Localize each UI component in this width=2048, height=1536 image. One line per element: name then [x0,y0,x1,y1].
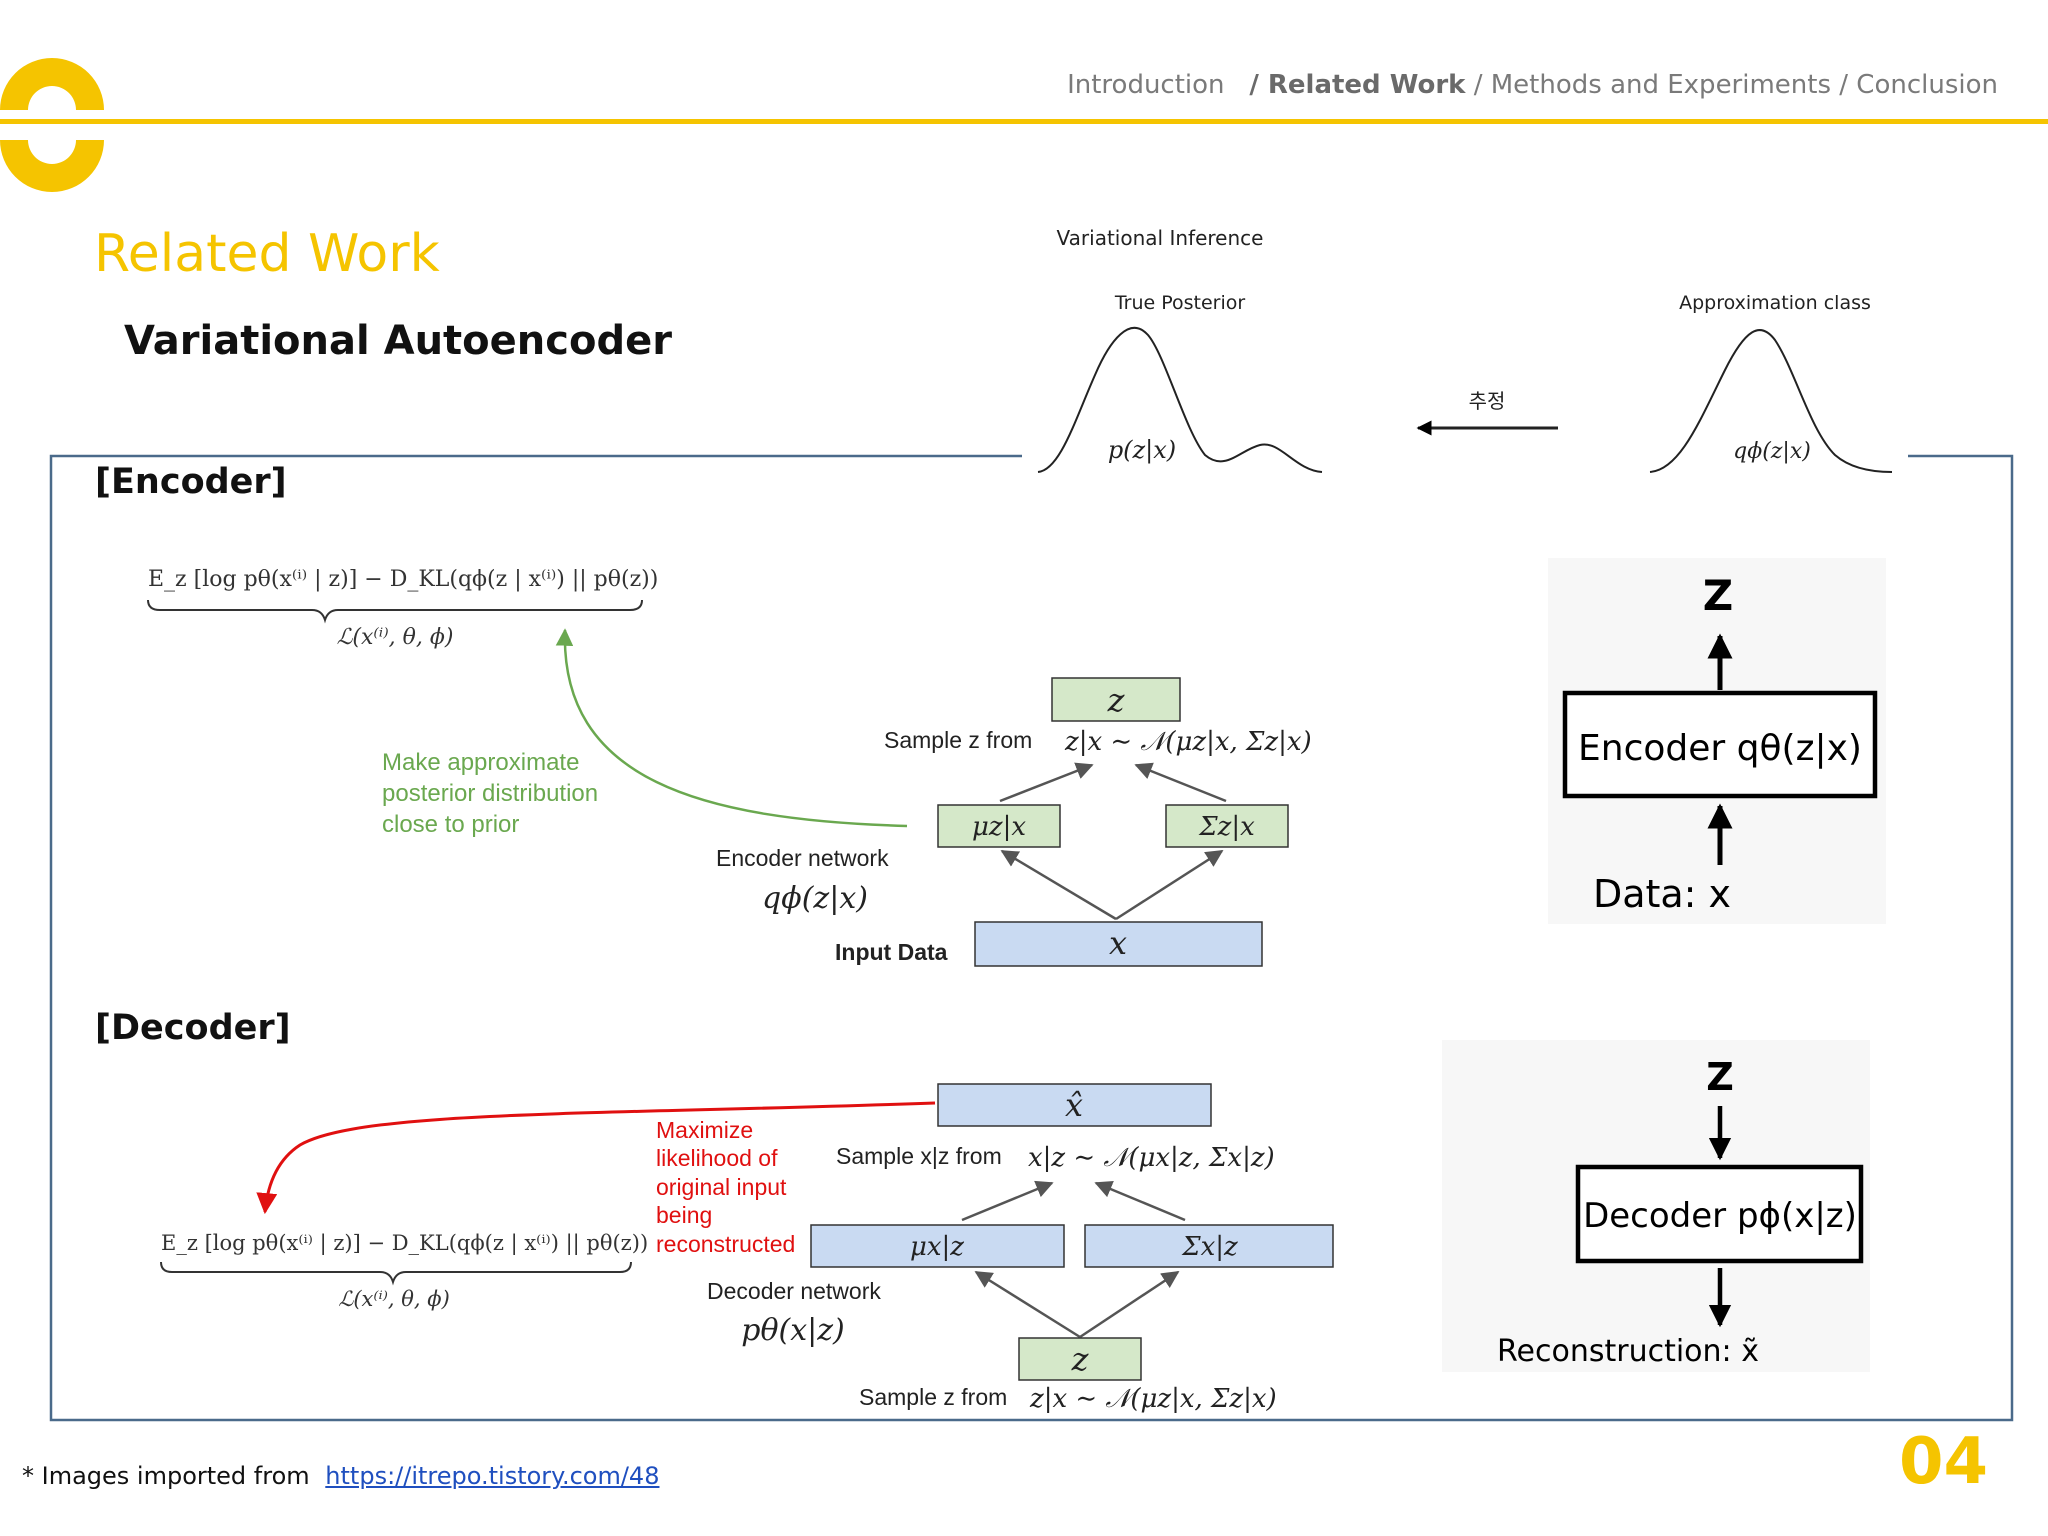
decoder-sigma-box [1084,1224,1334,1268]
decoder-elbo-sub: ℒ(x⁽ⁱ⁾, θ, ϕ) [338,1287,450,1311]
decoder-elbo-brace [160,1261,632,1286]
breadcrumb: Introduction / Related Work / Methods an… [1067,70,1998,100]
decoder-z-to-sigma-arrow [1079,1270,1180,1339]
approx-class-curve [1649,329,1893,473]
true-posterior-label: True Posterior [1114,292,1246,314]
prior-annotation-line3: close to prior [382,811,519,838]
decoder-sigma-to-xhat-arrow [1094,1180,1186,1222]
nav-item-methods[interactable]: / Methods and Experiments [1473,70,1832,100]
logo-top-arc [0,58,104,110]
encoder-sigma-to-z-arrow [1134,762,1227,803]
footnote-link[interactable]: https://itrepo.tistory.com/48 [325,1462,660,1490]
approx-class-label: Approximation class [1679,292,1871,314]
decoder-elbo: E_z [log pθ(x⁽ⁱ⁾ | z)] − D_KL(qϕ(z | x⁽ⁱ… [161,1231,648,1256]
decoder-sample-label: Sample x|z from [836,1143,1002,1169]
encoder-network-formula: qϕ(z|x) [762,881,868,916]
page-number: 04 [1898,1425,1988,1499]
encoder-x-to-sigma-arrow [1115,849,1224,921]
encoder-z-box [1051,677,1181,722]
prior-annotation-arrow [555,628,908,828]
encoder-elbo-brace [147,599,643,624]
decoder-mu-to-xhat-arrow [961,1180,1054,1222]
approx-class-formula: qϕ(z|x) [1733,439,1811,464]
page-title: Related Work [94,224,440,284]
decoder-mu-box [810,1224,1065,1268]
page-subtitle: Variational Autoencoder [124,318,672,364]
encoder-simple-box-label: Encoder qθ(z|x) [1578,728,1862,769]
estimate-label: 추정 [1469,389,1506,413]
decoder-z-label: z [1071,1340,1090,1378]
footnote: * Images imported from https://itrepo.ti… [22,1462,659,1490]
decoder-z-box [1018,1337,1142,1381]
reconstruction-annotation-line3: original input [656,1174,787,1200]
decoder-bottom-sample-label: Sample z from [859,1384,1007,1410]
reconstruction-annotation-line2: likelihood of [656,1145,778,1171]
decoder-simple-box [1575,1164,1864,1264]
decoder-sigma-label: Σx|z [1181,1232,1238,1262]
true-posterior-curve [1037,327,1323,473]
decoder-simple-z: Z [1706,1055,1734,1099]
reconstruction-annotation-line1: Maximize [656,1117,753,1143]
decoder-xhat-label: x̂ [1065,1086,1083,1124]
logo [0,58,104,192]
encoder-mu-label: μz|x [972,812,1026,842]
nav-item-introduction[interactable]: Introduction [1067,70,1225,100]
encoder-mu-to-z-arrow [999,762,1094,803]
decoder-z-to-mu-arrow [974,1270,1081,1339]
encoder-sample-formula: z|x ∼ 𝒩(μz|x, Σz|x) [1064,727,1312,757]
decoder-section-label: [Decoder] [95,1008,291,1048]
decoder-bottom-sample-formula: z|x ∼ 𝒩(μz|x, Σz|x) [1029,1384,1277,1414]
encoder-simple-data: Data: x [1593,872,1731,916]
encoder-z-label: z [1107,681,1126,719]
decoder-network-label: Decoder network [707,1278,881,1304]
decoder-sample-formula: x|z ∼ 𝒩(μx|z, Σx|z) [1028,1143,1275,1173]
encoder-x-to-mu-arrow [1000,849,1117,921]
encoder-elbo: E_z [log pθ(x⁽ⁱ⁾ | z)] − D_KL(qϕ(z | x⁽ⁱ… [148,567,658,592]
nav-item-related-work[interactable]: / Related Work [1249,70,1466,100]
encoder-sample-label: Sample z from [884,727,1032,753]
encoder-simple-box [1562,690,1878,799]
encoder-input-label: Input Data [835,939,948,965]
prior-annotation-line1: Make approximate [382,749,579,776]
nav-item-conclusion[interactable]: / Conclusion [1839,70,1998,100]
reconstruction-annotation-arrow [256,1101,936,1215]
encoder-sigma-label: Σz|x [1198,812,1255,842]
true-posterior-formula: p(z|x) [1108,436,1176,465]
encoder-simple-z: Z [1703,571,1733,620]
encoder-sigma-box [1165,804,1289,848]
reconstruction-annotation-line4: being [656,1202,712,1228]
encoder-section-label: [Encoder] [95,462,287,502]
encoder-elbo-sub: ℒ(x⁽ⁱ⁾, θ, ϕ) [337,625,454,650]
decoder-simple-box-label: Decoder pϕ(x|z) [1583,1196,1857,1236]
logo-bottom-arc [0,140,104,192]
footnote-prefix: * Images imported from [22,1462,310,1490]
header-rule [0,119,2048,124]
encoder-network-label: Encoder network [716,845,889,871]
prior-annotation-line2: posterior distribution [382,780,598,807]
decoder-mu-label: μx|z [910,1232,964,1262]
encoder-x-box [974,921,1263,967]
content-frame [49,454,2014,1422]
decoder-network-formula: pθ(x|z) [741,1313,845,1348]
encoder-mu-box [937,804,1061,848]
encoder-x-label: x [1109,924,1127,962]
decoder-xhat-box [937,1083,1212,1127]
reconstruction-annotation-line5: reconstructed [656,1231,795,1257]
vi-heading: Variational Inference [1057,226,1264,250]
decoder-simple-recon: Reconstruction: x̃ [1497,1334,1759,1369]
